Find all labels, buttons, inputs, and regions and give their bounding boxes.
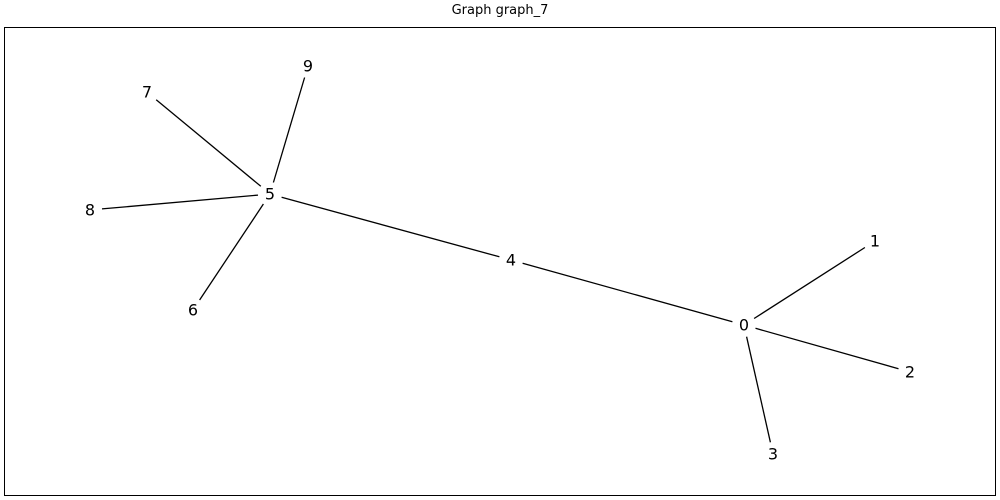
edge-0-4 (522, 262, 733, 323)
edge-5-7 (155, 99, 262, 187)
edge-4-5 (281, 196, 500, 258)
graph-title: Graph graph_7 (451, 3, 549, 18)
edge-layer (101, 77, 899, 443)
edge-0-1 (753, 246, 866, 320)
node-5: 5 (265, 185, 275, 204)
edge-5-9 (272, 77, 306, 183)
edge-5-6 (199, 203, 264, 301)
node-7: 7 (142, 83, 152, 102)
plot-frame (4, 27, 996, 496)
node-0: 0 (739, 316, 749, 335)
node-layer: 0 1 2 3 4 5 6 7 8 9 (85, 57, 915, 464)
node-6: 6 (188, 301, 198, 320)
edge-5-8 (101, 194, 259, 210)
node-1: 1 (870, 232, 880, 251)
edge-0-3 (745, 336, 772, 443)
node-3: 3 (768, 445, 778, 464)
node-2: 2 (905, 363, 915, 382)
node-8: 8 (85, 201, 95, 220)
node-4: 4 (506, 251, 516, 270)
edge-0-2 (755, 327, 899, 370)
node-9: 9 (303, 57, 313, 76)
